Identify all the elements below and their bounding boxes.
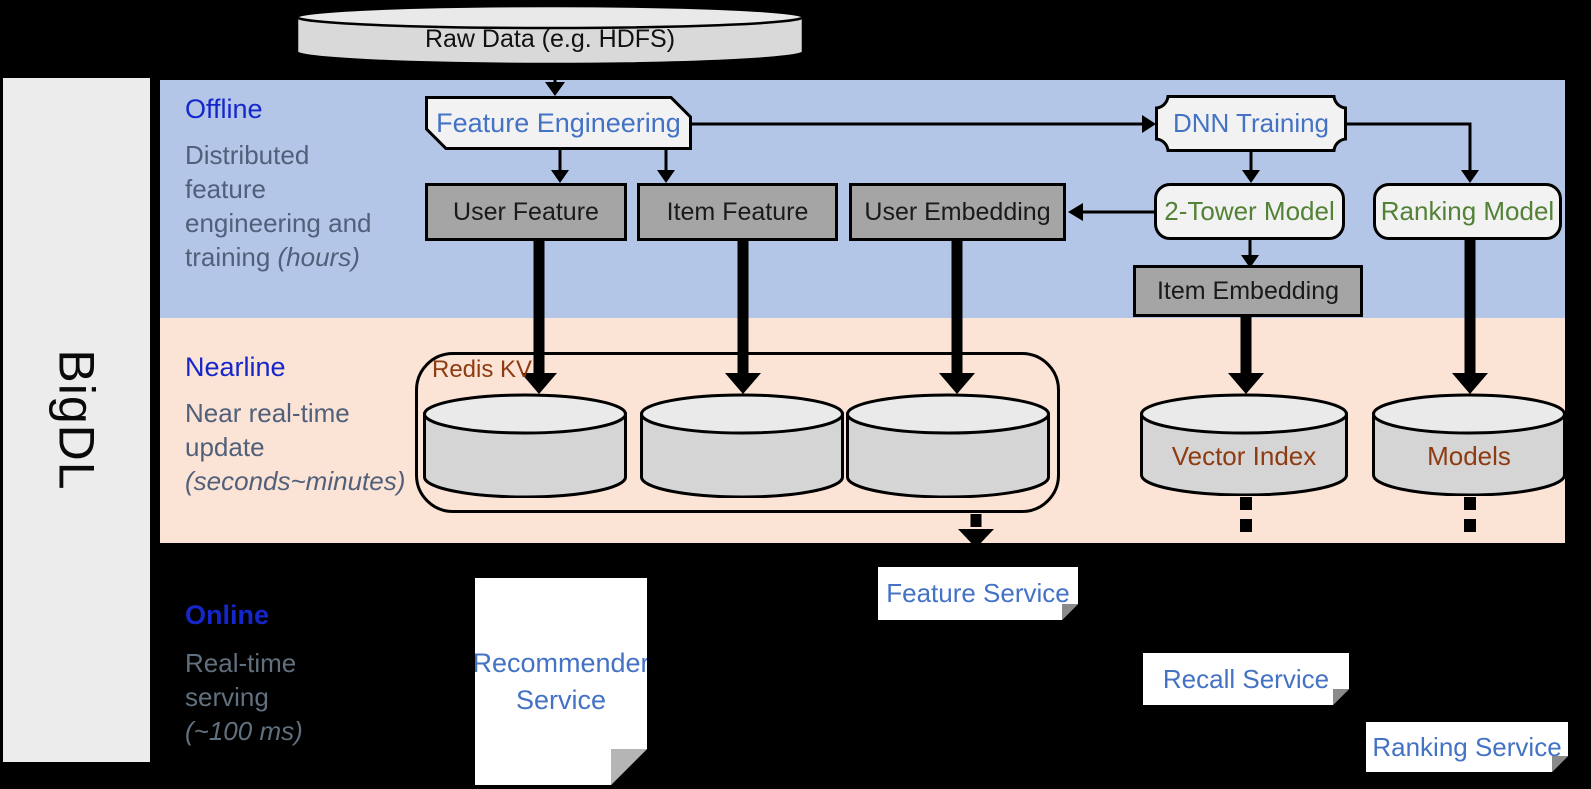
vector-index-cylinder: Vector Index bbox=[1140, 393, 1348, 496]
folded-corner bbox=[1333, 689, 1349, 705]
redis-cylinder-2 bbox=[640, 393, 844, 498]
nearline-title: Nearline bbox=[185, 352, 286, 382]
nearline-description: Near real-time update (seconds~minutes) bbox=[185, 396, 405, 498]
offline-description: Distributed feature engineering and trai… bbox=[185, 138, 372, 274]
offline-desc-line: training (hours) bbox=[185, 242, 360, 272]
feature-engineering-label: Feature Engineering bbox=[436, 107, 681, 138]
vector-index-label: Vector Index bbox=[1171, 441, 1317, 471]
node-feature-engineering: Feature Engineering bbox=[425, 96, 692, 150]
bigdl-label: BigDL bbox=[48, 349, 105, 491]
models-label: Models bbox=[1427, 441, 1511, 471]
models-cylinder: Models bbox=[1372, 393, 1566, 496]
bigdl-sidebar: BigDL bbox=[3, 78, 150, 762]
node-user-feature: User Feature bbox=[425, 183, 627, 241]
offline-desc-line: engineering and bbox=[185, 208, 372, 238]
recommender-service-document: Recommender Service bbox=[475, 578, 647, 785]
node-two-tower-model: 2-Tower Model bbox=[1154, 183, 1345, 240]
feature-service-label: Feature Service bbox=[886, 578, 1070, 608]
raw-data-label: Raw Data (e.g. HDFS) bbox=[424, 24, 676, 53]
nearline-desc-line: update bbox=[185, 432, 265, 462]
nearline-desc-line: (seconds~minutes) bbox=[185, 466, 406, 496]
cylinder-shape bbox=[295, 4, 805, 66]
snip-corner-shape bbox=[425, 96, 692, 150]
ranking-service-label: Ranking Service bbox=[1372, 731, 1562, 762]
folded-corner bbox=[1552, 756, 1568, 772]
node-user-embedding: User Embedding bbox=[849, 183, 1066, 241]
recall-service-label: Recall Service bbox=[1162, 663, 1330, 694]
raw-data-cylinder: Raw Data (e.g. HDFS) bbox=[295, 4, 805, 66]
online-desc-line: Real-time bbox=[185, 648, 297, 678]
plaque-shape bbox=[1155, 95, 1347, 152]
redis-cylinder-3 bbox=[846, 393, 1050, 498]
online-desc-line: (~100 ms) bbox=[185, 716, 303, 746]
offline-desc-line: Distributed bbox=[185, 140, 310, 170]
online-title: Online bbox=[185, 600, 270, 630]
folded-corner bbox=[1062, 604, 1078, 620]
node-item-embedding: Item Embedding bbox=[1133, 265, 1363, 317]
folded-corner bbox=[611, 749, 647, 785]
nearline-desc-line: Near real-time bbox=[185, 398, 350, 428]
offline-desc-line: feature bbox=[185, 174, 266, 204]
online-desc-line: serving bbox=[185, 682, 269, 712]
online-description: Real-time serving (~100 ms) bbox=[185, 646, 303, 748]
node-ranking-model: Ranking Model bbox=[1373, 183, 1562, 240]
node-dnn-training: DNN Training bbox=[1155, 95, 1347, 152]
feature-service-box: Feature Service bbox=[878, 567, 1078, 620]
ranking-service-box: Ranking Service bbox=[1366, 722, 1568, 772]
node-item-feature: Item Feature bbox=[637, 183, 838, 241]
redis-kv-label: Redis KV bbox=[432, 356, 533, 383]
redis-cylinder-1 bbox=[423, 393, 627, 498]
offline-title: Offline bbox=[185, 94, 263, 124]
recall-service-box: Recall Service bbox=[1143, 653, 1349, 705]
dnn-training-label: DNN Training bbox=[1172, 108, 1330, 138]
recommender-service-label: Recommender Service bbox=[472, 647, 650, 715]
